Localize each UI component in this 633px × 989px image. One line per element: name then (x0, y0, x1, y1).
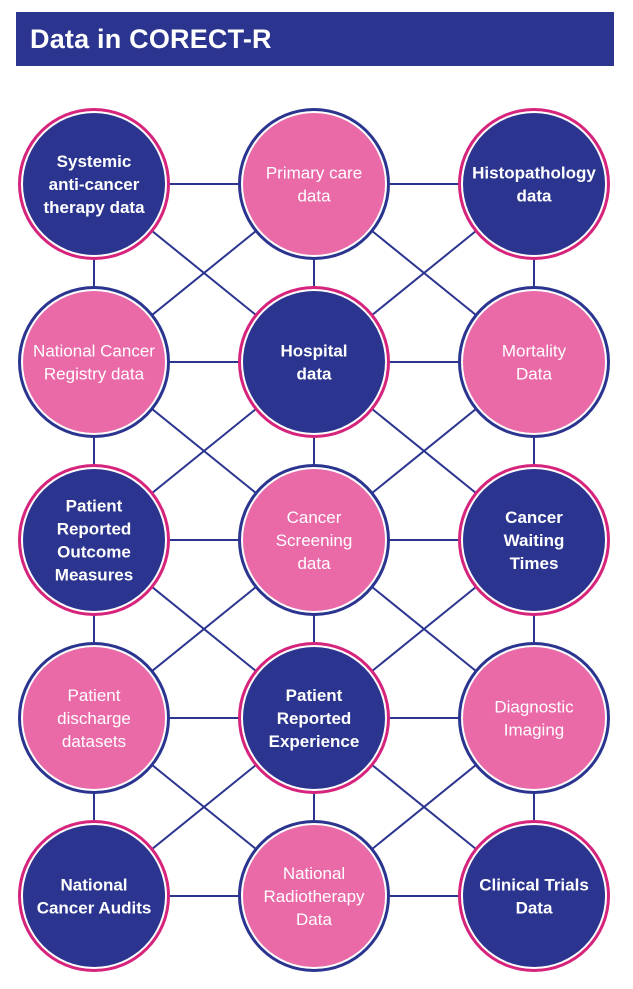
node-circle (23, 647, 165, 789)
node-label-line: Reported (57, 520, 132, 539)
node-label-line: Waiting (504, 531, 565, 550)
node-circle (243, 647, 385, 789)
node-circle (23, 469, 165, 611)
node-label-line: Histopathology (472, 164, 596, 183)
node-circle (243, 291, 385, 433)
node-label-line: anti-cancer (49, 175, 140, 194)
node-hospital: Hospital data (238, 286, 390, 438)
diagram-title: Data in CORECT-R (30, 23, 272, 54)
node-label-line: Times (510, 554, 559, 573)
node-label-line: Screening (276, 531, 353, 550)
node-label-line: Cancer (287, 508, 342, 527)
node-label-line: Measures (55, 566, 133, 585)
node-circle (23, 113, 165, 255)
node-circle (463, 825, 605, 967)
node-circle (243, 469, 385, 611)
node-label-line: Hospital (280, 342, 347, 361)
node-primary-care: Primary care data (238, 108, 390, 260)
node-circle (243, 825, 385, 967)
title-bar: Data in CORECT-R (16, 12, 614, 66)
node-circle (23, 291, 165, 433)
node-circle (23, 825, 165, 967)
node-label-line: Imaging (504, 721, 564, 740)
node-circle (463, 291, 605, 433)
node-label-line: Radiotherapy (263, 887, 365, 906)
node-circle (463, 647, 605, 789)
node-circle (243, 113, 385, 255)
node-label-line: Cancer Audits (37, 899, 152, 918)
node-label-line: Clinical Trials (479, 876, 589, 895)
node-label-line: therapy data (43, 198, 145, 217)
node-label: Hospital data (280, 342, 347, 384)
node-label-line: datasets (62, 732, 126, 751)
node-label-line: Data (516, 899, 553, 918)
node-label-line: Data (296, 910, 332, 929)
node-label-line: Patient (286, 686, 343, 705)
node-discharge: Patient discharge datasets (18, 642, 170, 794)
node-label-line: National Cancer (33, 342, 155, 361)
node-label-line: data (517, 187, 553, 206)
node-label-line: Primary care (266, 164, 362, 183)
node-label-line: Patient (68, 686, 121, 705)
node-circle (463, 469, 605, 611)
node-label-line: data (297, 554, 331, 573)
node-label-line: data (297, 365, 333, 384)
node-label-line: National (283, 864, 345, 883)
node-label-line: National (60, 876, 127, 895)
node-label-line: Diagnostic (494, 698, 574, 717)
node-label-line: Systemic (57, 152, 132, 171)
node-label-line: Patient (66, 497, 123, 516)
node-label: Primary care data (266, 164, 362, 206)
node-label: Histopathology data (472, 164, 596, 206)
node-label-line: Cancer (505, 508, 563, 527)
node-circle (463, 113, 605, 255)
node-label-line: Reported (277, 709, 352, 728)
node-label-line: Outcome (57, 543, 131, 562)
node-label-line: data (297, 187, 331, 206)
node-label: Patient discharge datasets (57, 686, 131, 751)
node-label-line: Data (516, 365, 552, 384)
node-sact: Systemic anti-cancer therapy data (18, 108, 170, 260)
node-label: Systemic anti-cancer therapy data (43, 152, 145, 217)
node-label-line: Experience (269, 732, 360, 751)
node-label-line: Mortality (502, 342, 567, 361)
node-label-line: discharge (57, 709, 131, 728)
node-label-line: Registry data (44, 365, 145, 384)
node-histopathology: Histopathology data (458, 108, 610, 260)
data-source-nodes: Systemic anti-cancer therapy data Primary c… (18, 108, 610, 972)
